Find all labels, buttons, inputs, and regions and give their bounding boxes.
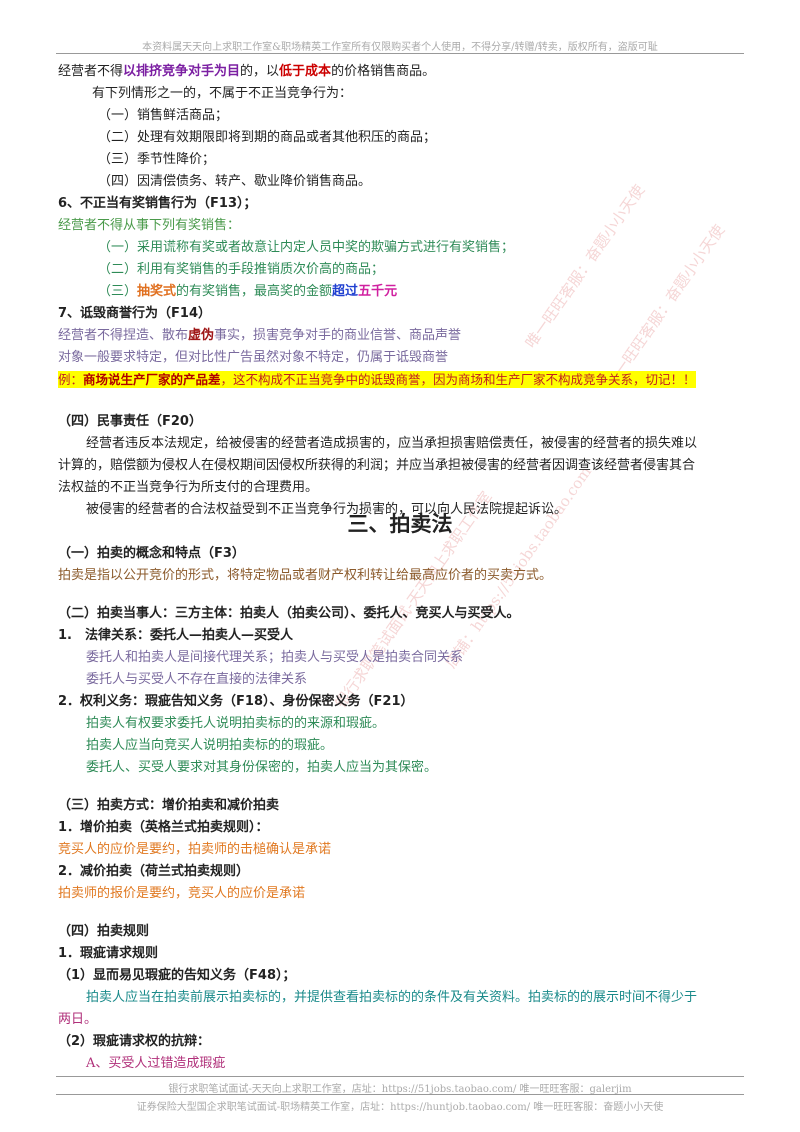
text-line: 委托人和拍卖人是间接代理关系；拍卖人与买受人是拍卖合同关系 [86,650,464,665]
section-heading: （二）拍卖当事人：三方主体：拍卖人（拍卖公司）、委托人、竞买人与买受人。 [58,606,520,621]
text-line: 经营者不得以排挤竞争对手为目的，以低于成本的价格销售商品。 [58,64,436,79]
text-line: 对象一般要求特定，但对比性广告虽然对象不特定，仍属于诋毁商誉 [58,350,449,365]
text-line: 2．减价拍卖（荷兰式拍卖规则） [58,864,250,879]
list-item: （二）处理有效期限即将到期的商品或者其他积压的商品； [98,130,437,145]
highlight-example: 例：商场说生产厂家的产品差，这不构成不正当竞争中的诋毁商誉，因为商场和生产厂家不… [58,371,696,388]
list-item: （四）因清偿债务、转产、歇业降价销售商品。 [98,174,372,189]
text-line: 委托人、买受人要求对其身份保密的，拍卖人应当为其保密。 [86,760,438,775]
text-line: 拍卖人有权要求委托人说明拍卖标的的来源和瑕疵。 [86,716,386,731]
text-line: 1．瑕疵请求规则 [58,946,159,961]
list-item: （三）抽奖式的有奖销售，最高奖的金额超过五千元 [98,284,398,299]
section-heading: 7、诋毁商誉行为（F14） [58,306,212,321]
list-item: （一）采用谎称有奖或者故意让内定人员中奖的欺骗方式进行有奖销售； [98,240,515,255]
section-heading: （一）拍卖的概念和特点（F3） [58,546,245,561]
text-line: 2．权利义务：瑕疵告知义务（F18）、身份保密义务（F21） [58,694,414,709]
text-line: 竞买人的应价是要约，拍卖师的击槌确认是承诺 [58,842,332,857]
footer-rule [56,1094,744,1095]
text-line: 拍卖人应当在拍卖前展示拍卖标的，并提供查看拍卖标的的条件及有关资料。拍卖标的的展… [86,990,698,1005]
text-line: 拍卖是指以公开竞价的形式，将特定物品或者财产权利转让给最高应价者的买卖方式。 [58,568,553,583]
text-line: 拍卖人应当向竞买人说明拍卖标的的瑕疵。 [86,738,334,753]
section-heading: （三）拍卖方式：增价拍卖和减价拍卖 [58,798,280,813]
header-rule [56,53,744,54]
list-item: （二）利用有奖销售的手段推销质次价高的商品； [98,262,385,277]
text-line: （2）瑕疵请求权的抗辩： [58,1034,211,1049]
paragraph-line: 经营者违反本法规定，给被侵害的经营者造成损害的，应当承担损害赔偿责任，被侵害的经… [86,436,698,451]
section-heading: 6、不正当有奖销售行为（F13）； [58,196,257,211]
section-heading: （四）拍卖规则 [58,924,150,939]
chapter-title: 三、拍卖法 [347,511,453,536]
watermark-text: 唯一旺旺客服：奋题小小天使 [601,221,729,392]
section-heading: （四）民事责任（F20） [58,414,202,429]
text-line: 委托人与买受人不存在直接的法律关系 [86,672,308,687]
watermark-text: 唯一旺旺客服：奋题小小天使 [521,181,649,352]
text-line: 1. 法律关系：委托人—拍卖人—买受人 [58,628,293,643]
list-item: （一）销售鲜活商品； [98,108,229,123]
text-line: 经营者不得捏造、散布虚伪事实，损害竞争对手的商业信誉、商品声誉 [58,328,462,343]
footer-line: 证券保险大型国企求职笔试面试-职场精英工作室，店址：https://huntjo… [136,1102,664,1113]
page-header: 本资料属天天向上求职工作室&职场精英工作室所有仅限购买者个人使用，不得分享/转赠… [142,42,658,53]
text-line: 有下列情形之一的，不属于不正当竞争行为： [92,86,353,101]
list-item: （三）季节性降价； [98,152,216,167]
paragraph-line: 被侵害的经营者的合法权益受到不正当竞争行为损害的，可以向人民法院提起诉讼。 [86,502,568,517]
text-line: 1．增价拍卖（英格兰式拍卖规则）： [58,820,269,835]
footer-line: 银行求职笔试面试-天天向上求职工作室，店址：https://51jobs.tao… [168,1084,632,1095]
paragraph-line: 计算的，赔偿额为侵权人在侵权期间因侵权所获得的利润；并应当承担被侵害的经营者因调… [58,458,696,473]
text-line: A、买受人过错造成瑕疵 [86,1056,226,1071]
text-line: 拍卖师的报价是要约，竞买人的应价是承诺 [58,886,306,901]
footer-rule [56,1076,744,1077]
text-line: 两日。 [58,1012,98,1027]
paragraph-line: 法权益的不正当竞争行为所支付的合理费用。 [58,480,319,495]
text-line: 经营者不得从事下列有奖销售： [58,218,241,233]
text-line: （1）显而易见瑕疵的告知义务（F48）； [58,968,296,983]
